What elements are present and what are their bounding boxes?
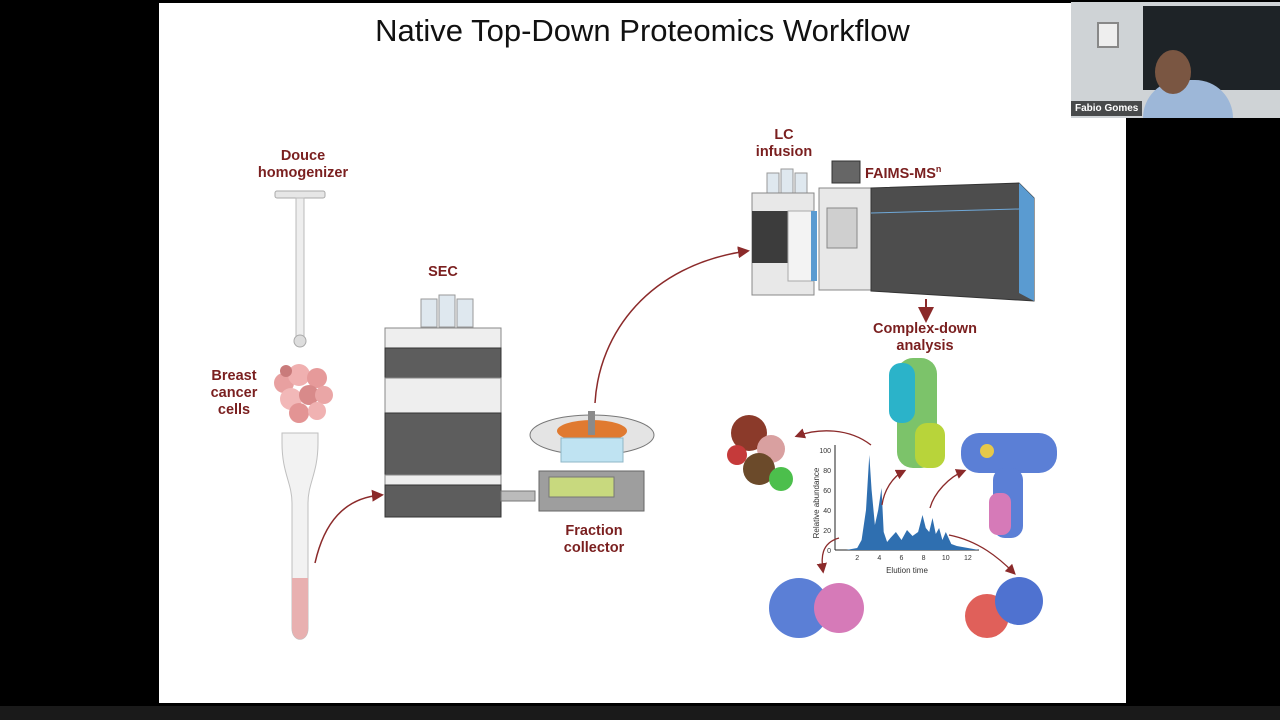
chart-y-label: Relative abundance <box>812 467 821 538</box>
chart-x-label: Elution time <box>886 566 928 575</box>
label-complex-down-analysis: Complex-down analysis <box>873 321 977 354</box>
x-tick-label: 6 <box>900 555 904 562</box>
arrow-chrom-to-top-structure <box>881 469 907 506</box>
lc-instrument <box>751 168 817 296</box>
x-tick-label: 8 <box>922 555 926 562</box>
fraction-collector-instrument <box>529 411 655 512</box>
protein-structure-left <box>727 415 793 491</box>
arrow-chrom-to-left-structure <box>794 428 872 446</box>
x-tick-label: 4 <box>877 555 881 562</box>
label-faims-ms: FAIMS-MSn <box>865 161 965 183</box>
arrow-collector-to-lc <box>594 246 750 404</box>
chromatogram-area <box>835 455 979 550</box>
label-douce-homogenizer: Douce homogenizer <box>257 148 349 181</box>
label-faims-ms-superscript: n <box>935 164 942 174</box>
bottom-bar <box>0 706 1280 720</box>
chart-y-ticks: 0 20 40 60 80 100 <box>819 448 831 555</box>
x-tick-label: 12 <box>964 555 972 562</box>
test-tube <box>281 432 319 640</box>
chromatogram: 0 20 40 60 80 100 2 4 6 8 10 12 Relative abundance… <box>812 445 979 575</box>
chart-x-ticks: 2 4 6 8 10 12 <box>855 555 972 562</box>
wall-frame <box>1097 22 1119 48</box>
presenter-video[interactable]: Fabio Gomes <box>1071 2 1280 118</box>
presenter-name-tag: Fabio Gomes <box>1071 101 1143 116</box>
arrow-chrom-to-right-structure <box>929 469 967 509</box>
protein-structure-bottom-right <box>965 577 1043 638</box>
arrow-chrom-to-bottom-left-structure <box>816 537 840 574</box>
label-lc-infusion: LC infusion <box>755 127 813 160</box>
arrow-chrom-to-bottom-right-structure <box>948 534 1016 575</box>
label-faims-ms-text: FAIMS-MS <box>865 165 936 182</box>
protein-structure-bottom-left <box>769 578 864 638</box>
y-tick-label: 40 <box>823 508 831 515</box>
sec-instrument <box>384 294 536 518</box>
faims-ms-instrument <box>818 160 1035 302</box>
slide: Native Top-Down Proteomics Workflow <box>159 3 1126 703</box>
x-tick-label: 10 <box>942 555 950 562</box>
y-tick-label: 20 <box>823 528 831 535</box>
y-tick-label: 60 <box>823 488 831 495</box>
cancer-cells-cluster <box>274 364 333 423</box>
y-tick-label: 80 <box>823 468 831 475</box>
protein-structure-right <box>961 433 1057 538</box>
presenter-face <box>1155 50 1191 94</box>
workflow-illustration: 0 20 40 60 80 100 2 4 6 8 10 12 Relative abundance… <box>274 160 1057 640</box>
protein-structure-top <box>889 358 945 468</box>
label-breast-cancer-cells: Breast cancer cells <box>210 368 258 418</box>
y-tick-label: 0 <box>827 548 831 555</box>
x-tick-label: 2 <box>855 555 859 562</box>
homogenizer-pestle <box>274 190 326 348</box>
y-tick-label: 100 <box>819 448 831 455</box>
label-sec: SEC <box>428 264 458 280</box>
arrow-tube-to-sec <box>314 489 384 564</box>
label-fraction-collector: Fraction collector <box>563 523 625 556</box>
slide-title: Native Top-Down Proteomics Workflow <box>375 13 910 48</box>
